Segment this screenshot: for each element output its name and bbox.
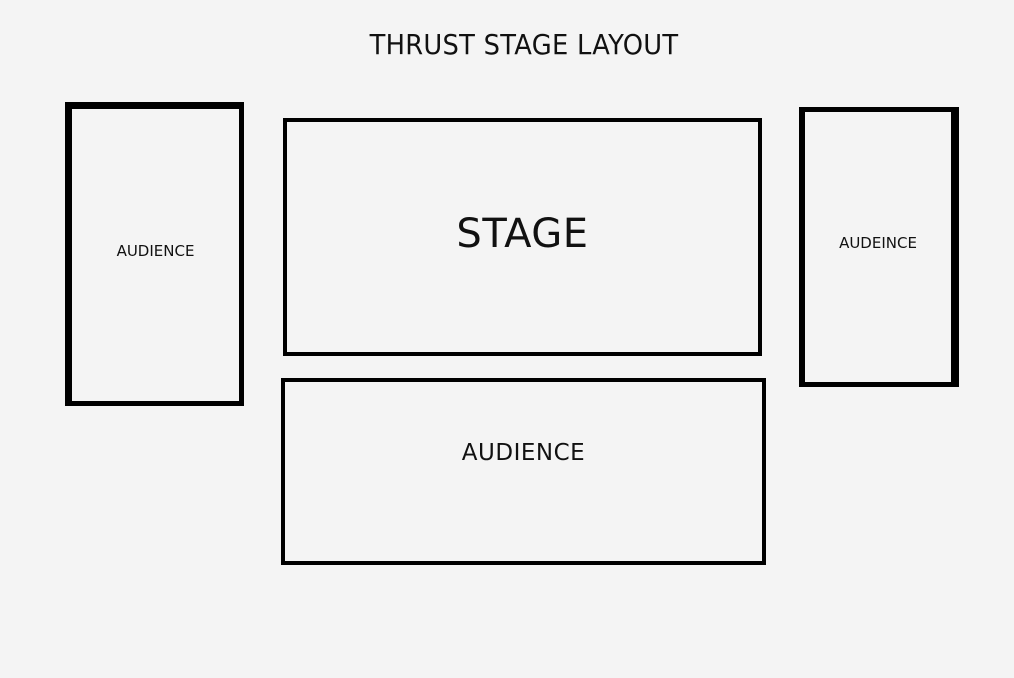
bottom-audience-area: AUDIENCE <box>281 378 766 565</box>
stage-label: STAGE <box>456 210 589 257</box>
bottom-audience-label: AUDIENCE <box>461 439 586 466</box>
left-audience-label: AUDIENCE <box>116 242 195 260</box>
stage-area: STAGE <box>283 118 762 356</box>
right-audience-area: AUDEINCE <box>799 107 959 387</box>
diagram-title: THRUST STAGE LAYOUT <box>369 28 679 61</box>
left-audience-area: AUDIENCE <box>65 102 244 406</box>
right-audience-label: AUDEINCE <box>839 234 917 252</box>
